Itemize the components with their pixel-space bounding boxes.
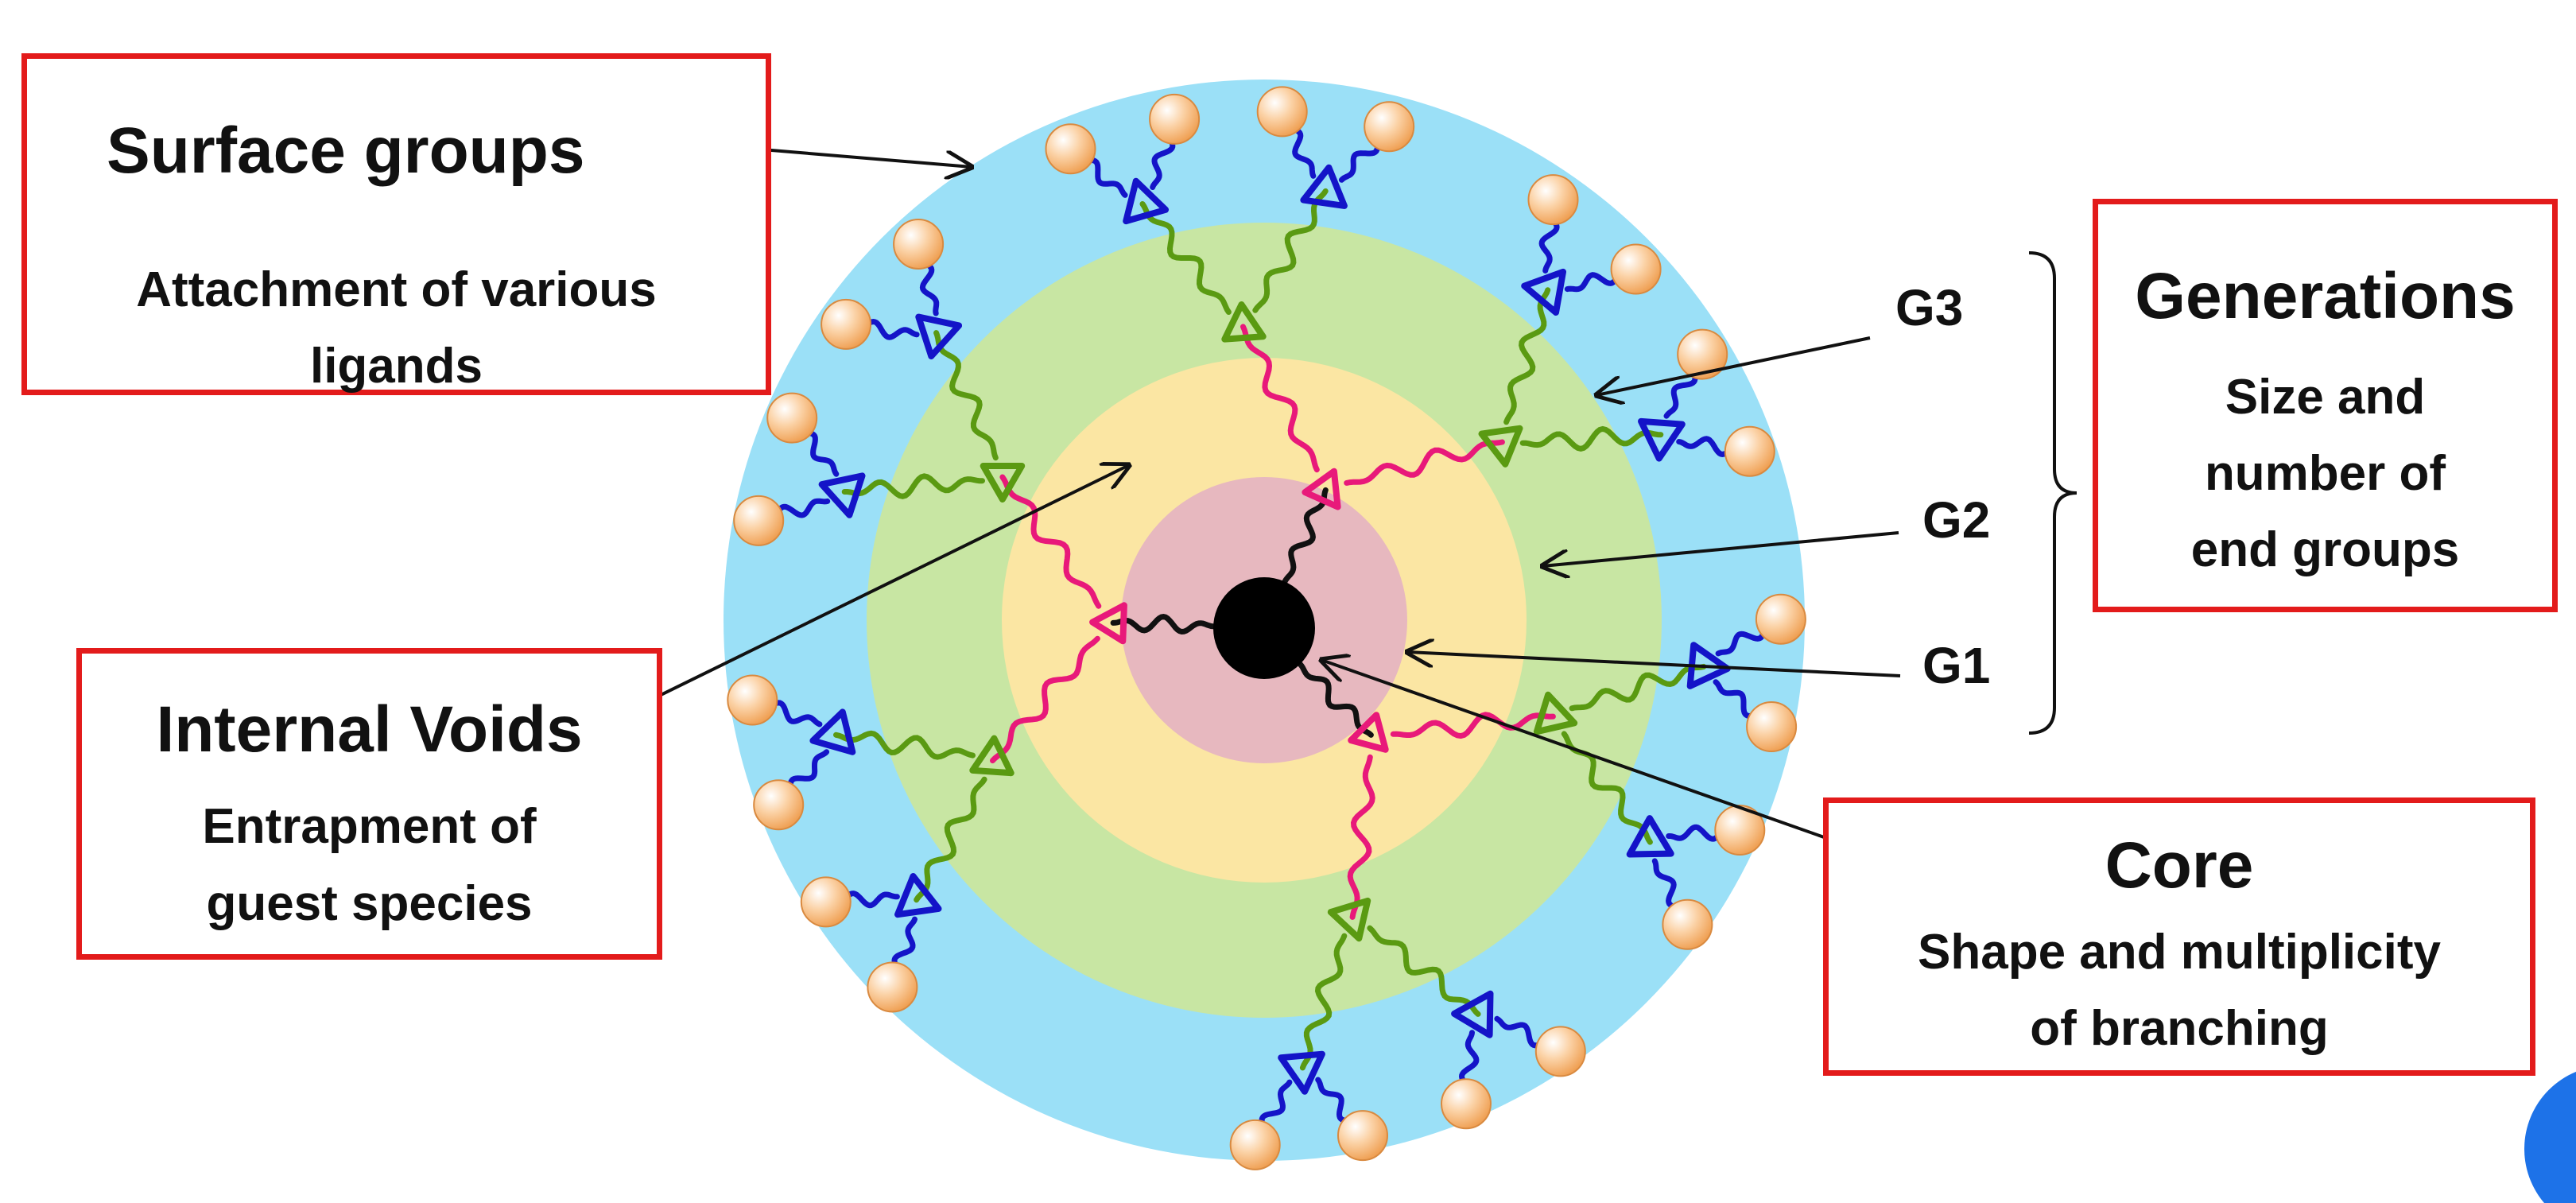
branches bbox=[727, 86, 1806, 1170]
g1-branch bbox=[999, 474, 1102, 609]
g2-branch-node bbox=[1327, 897, 1371, 942]
g2-branch bbox=[1519, 425, 1664, 452]
internal-voids-arrow bbox=[610, 465, 1129, 721]
g1-branch-node bbox=[1348, 712, 1389, 753]
g1-branch bbox=[990, 635, 1100, 764]
surface-end-group bbox=[1045, 123, 1096, 175]
core-box: Core Shape and multiplicity of branching bbox=[1823, 797, 2535, 1076]
surface-end-group bbox=[1337, 1110, 1388, 1162]
surface-end-group bbox=[1256, 86, 1308, 138]
g1-arrow bbox=[1407, 652, 1901, 677]
surface-end-group bbox=[821, 298, 872, 350]
surface-end-group bbox=[867, 961, 918, 1013]
internal-voids-desc-1: Entrapment of bbox=[202, 799, 537, 854]
core-arrow bbox=[1321, 660, 1897, 864]
surface-end-group bbox=[1534, 1026, 1586, 1077]
surface-end-group bbox=[1714, 805, 1766, 856]
surface-end-group bbox=[800, 876, 852, 928]
surface-end-group bbox=[1441, 1078, 1492, 1130]
g3-branch-node bbox=[1451, 990, 1494, 1038]
core-desc-1: Shape and multiplicity bbox=[1918, 925, 2441, 980]
surface-end-group bbox=[733, 495, 785, 546]
g2-branch bbox=[1503, 287, 1551, 425]
g3-branch-node bbox=[1521, 268, 1566, 316]
g3-branch-node bbox=[818, 472, 866, 518]
g2-branch bbox=[1252, 188, 1329, 313]
g2-label: G2 bbox=[1922, 491, 1991, 549]
g2-branch bbox=[1139, 201, 1232, 315]
core-branch bbox=[1282, 487, 1329, 584]
g1-branch-node bbox=[1302, 468, 1341, 510]
generations-desc-3: end groups bbox=[2190, 522, 2460, 577]
generations-desc-2: number of bbox=[2204, 446, 2446, 501]
g2-branch-node bbox=[1533, 691, 1578, 735]
g3-branch-node bbox=[1123, 177, 1170, 225]
surface-groups-title: Surface groups bbox=[107, 114, 585, 187]
g2-arrow bbox=[1542, 531, 1899, 566]
g3-branch-node bbox=[1300, 164, 1348, 209]
g2-branch bbox=[1299, 933, 1348, 1071]
g2-branch bbox=[1367, 925, 1481, 1017]
g2-branch-node bbox=[969, 735, 1014, 777]
g3-branch-node bbox=[915, 313, 963, 359]
g2-branch bbox=[1569, 663, 1707, 712]
g3-branch-node bbox=[894, 873, 942, 918]
surface-end-group bbox=[1229, 1119, 1281, 1170]
generations-title: Generations bbox=[2135, 260, 2516, 332]
surface-end-group bbox=[1527, 174, 1579, 226]
g3-branch-node bbox=[1626, 815, 1674, 858]
g3-branch-node bbox=[809, 708, 856, 755]
surface-groups-box: Surface groups Attachment of various lig… bbox=[21, 53, 771, 395]
g2-branch bbox=[914, 776, 987, 903]
generations-bracket bbox=[2028, 251, 2077, 735]
core-desc-2: of branching bbox=[2030, 1001, 2329, 1056]
g2-branch bbox=[933, 330, 999, 461]
core-branch bbox=[1297, 661, 1374, 738]
internal-voids-box: Internal Voids Entrapment of guest speci… bbox=[76, 648, 662, 960]
surface-end-group bbox=[1677, 328, 1728, 380]
g1-branch bbox=[1240, 324, 1320, 473]
g1-label: G1 bbox=[1922, 637, 1991, 694]
g3-label: G3 bbox=[1895, 279, 1964, 336]
g1-branch bbox=[1347, 754, 1375, 920]
g3-arrow bbox=[1596, 336, 1871, 395]
surface-end-group bbox=[753, 779, 805, 831]
g1-branch bbox=[1344, 439, 1505, 486]
generations-box: Generations Size and number of end group… bbox=[2093, 199, 2558, 612]
surface-end-group bbox=[1610, 243, 1662, 295]
g2-branch bbox=[833, 730, 976, 760]
surface-end-group bbox=[727, 674, 778, 726]
surface-end-group bbox=[1755, 593, 1806, 645]
pointer-arrows bbox=[610, 140, 1901, 864]
g3-branch-node bbox=[1638, 417, 1686, 462]
core bbox=[1213, 577, 1315, 679]
surface-end-group bbox=[1149, 93, 1201, 145]
g2-branch bbox=[841, 473, 985, 499]
g2-branch-node bbox=[1478, 425, 1523, 468]
internal-voids-desc-2: guest species bbox=[206, 876, 533, 931]
surface-end-group bbox=[1724, 425, 1775, 477]
surface-end-group bbox=[1364, 101, 1415, 153]
surface-end-group bbox=[1746, 701, 1798, 752]
surface-groups-desc-2: ligands bbox=[309, 339, 483, 394]
surface-end-group bbox=[893, 219, 945, 270]
generations-desc-1: Size and bbox=[2225, 370, 2426, 425]
core-branch bbox=[1110, 614, 1216, 635]
g2-branch-node bbox=[1221, 301, 1267, 343]
core-title: Core bbox=[2105, 829, 2254, 902]
g1-branch bbox=[1390, 712, 1556, 739]
internal-voids-title: Internal Voids bbox=[156, 693, 583, 766]
g2-branch-node bbox=[980, 463, 1026, 503]
g1-branch-node bbox=[1089, 602, 1127, 645]
surface-end-group bbox=[766, 392, 818, 444]
g3-branch-node bbox=[1278, 1050, 1325, 1095]
surface-end-group bbox=[1662, 898, 1713, 950]
surface-groups-desc-1: Attachment of various bbox=[136, 262, 657, 317]
